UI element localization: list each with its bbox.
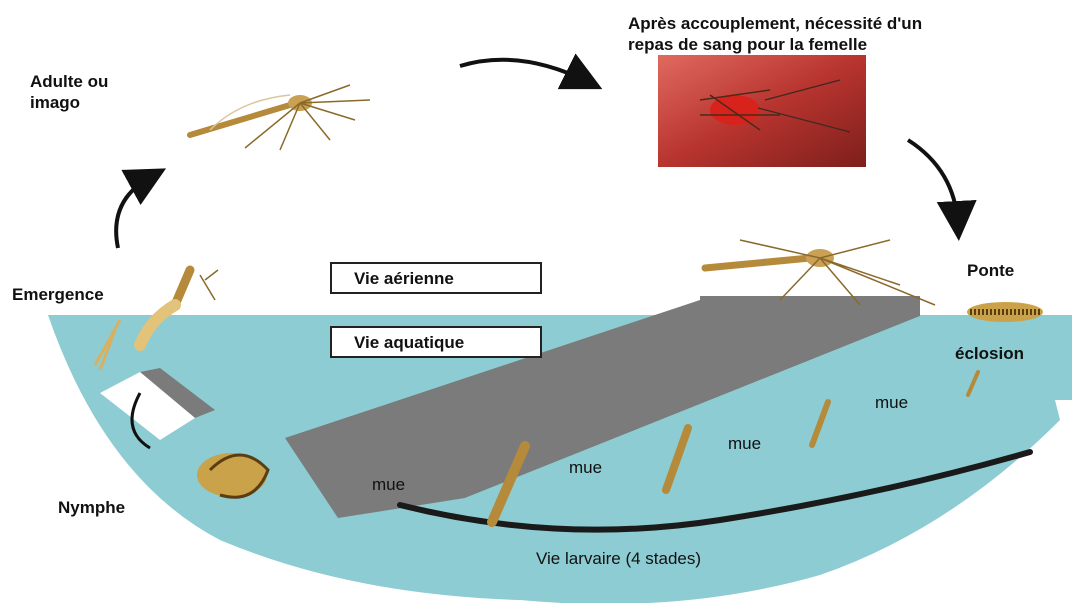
label-mue-2: mue bbox=[569, 457, 602, 478]
arrow-adult-to-meal bbox=[460, 60, 588, 82]
arrow-emergence-to-adult bbox=[116, 176, 152, 248]
label-mue-4: mue bbox=[875, 392, 908, 413]
arrow-meal-to-ponte bbox=[908, 140, 958, 225]
blood-meal-photo bbox=[658, 55, 866, 167]
box-vie-aerienne: Vie aérienne bbox=[330, 262, 542, 294]
label-emergence: Emergence bbox=[12, 284, 104, 305]
egg-raft bbox=[967, 302, 1043, 322]
label-eclosion: éclosion bbox=[955, 343, 1024, 364]
label-mue-3: mue bbox=[728, 433, 761, 454]
label-larval: Vie larvaire (4 stades) bbox=[536, 548, 701, 569]
label-ponte: Ponte bbox=[967, 260, 1014, 281]
box-vie-aquatique: Vie aquatique bbox=[330, 326, 542, 358]
label-nymphe: Nymphe bbox=[58, 497, 125, 518]
label-adult: Adulte ou imago bbox=[30, 71, 108, 113]
laying-mosquito bbox=[705, 240, 935, 305]
adult-mosquito bbox=[190, 85, 370, 150]
label-blood-meal: Après accouplement, nécessité d'un repas… bbox=[628, 13, 922, 55]
label-mue-1: mue bbox=[372, 474, 405, 495]
